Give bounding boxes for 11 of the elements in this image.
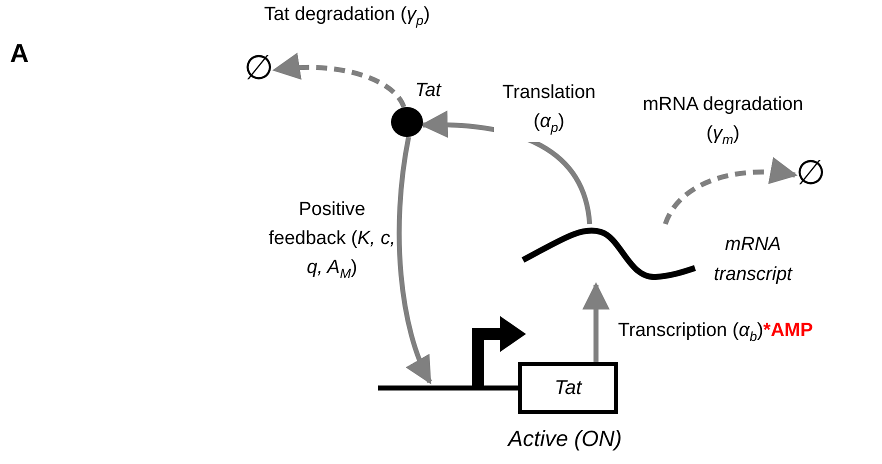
dashed-arrow xyxy=(663,158,798,226)
gene-state-label: Active (ON) xyxy=(506,425,623,453)
mrna-label: mRNA transcript xyxy=(712,233,794,287)
panel-letter: A xyxy=(10,38,29,69)
arrow xyxy=(396,136,432,384)
gene-box: Tat xyxy=(518,362,618,414)
arrow xyxy=(582,282,610,362)
dashed-arrow xyxy=(272,53,406,108)
empty-set-symbol: ∅ xyxy=(795,155,827,195)
protein-label: Tat xyxy=(414,79,442,103)
empty-set-symbol: ∅ xyxy=(243,50,275,90)
